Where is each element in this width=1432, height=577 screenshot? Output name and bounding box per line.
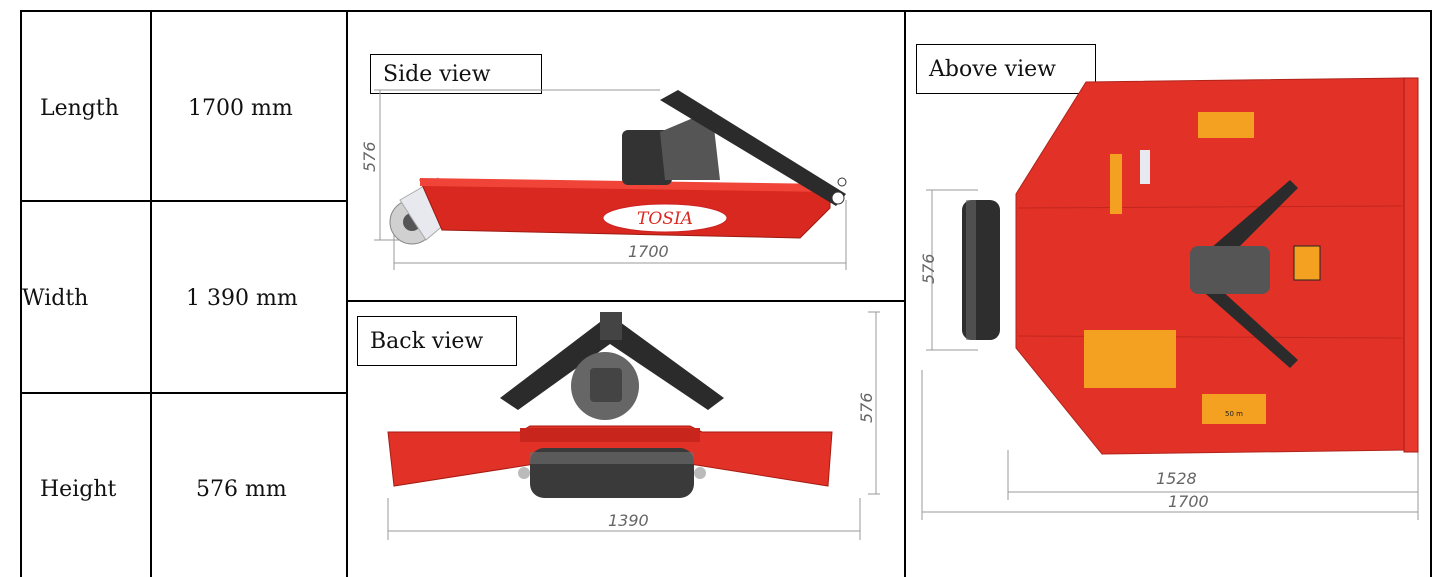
- above-sticker-text: 50 m: [1225, 410, 1243, 418]
- back-dim-width: 1390: [608, 511, 649, 530]
- table-divider-3: [904, 10, 906, 577]
- above-dim-length: 1700: [1168, 492, 1209, 511]
- side-brand-logo: TOSIA: [637, 209, 693, 229]
- length-label: Length: [40, 96, 119, 121]
- side-view-drawing: 576 1700 TOSIA: [360, 89, 847, 270]
- back-view-title: Back view: [357, 316, 517, 366]
- above-dim-inner: 1528: [1156, 469, 1197, 488]
- side-dim-height: 576: [360, 141, 379, 172]
- table-divider-1: [150, 10, 152, 577]
- side-view-title-text: Side view: [383, 61, 491, 87]
- row-divider-2: [20, 392, 348, 394]
- height-value: 576 mm: [196, 477, 287, 502]
- length-value: 1700 mm: [188, 96, 293, 121]
- above-view-title: Above view: [916, 44, 1096, 94]
- above-dim-height: 576: [919, 253, 938, 284]
- table-border-right: [1430, 10, 1432, 577]
- back-dim-height: 576: [857, 392, 876, 423]
- side-view-title: Side view: [370, 54, 542, 94]
- above-view-drawing: 576 1528 1700 50 m: [919, 77, 1419, 520]
- table-divider-2: [346, 10, 348, 577]
- back-view-title-text: Back view: [370, 328, 484, 354]
- above-view-title-text: Above view: [929, 56, 1056, 82]
- table-border-top: [20, 10, 1432, 12]
- width-label: Width: [22, 286, 89, 311]
- side-dim-length: 1700: [628, 242, 669, 261]
- row-divider-1: [20, 200, 348, 202]
- table-border-left: [20, 10, 22, 577]
- height-label: Height: [40, 477, 117, 502]
- view-divider: [346, 300, 906, 302]
- width-value: 1 390 mm: [186, 286, 298, 311]
- back-view-drawing: 576 1390: [387, 311, 880, 540]
